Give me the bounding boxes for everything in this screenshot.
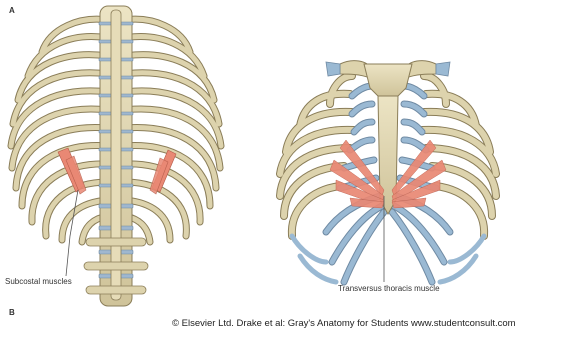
panel-b-label: B (9, 308, 15, 317)
subcostal-muscles-label: Subcostal muscles (5, 277, 72, 286)
panel-a-label: A (9, 6, 15, 15)
anterior-ribcage (280, 61, 496, 282)
transversus-thoracis-label: Transversus thoracis muscle (338, 284, 440, 293)
vertebral-column (84, 6, 148, 306)
posterior-ribcage (11, 6, 221, 306)
copyright-notice: © Elsevier Ltd. Drake et al: Gray's Anat… (172, 318, 516, 329)
subcostal-leader-line (66, 190, 78, 276)
